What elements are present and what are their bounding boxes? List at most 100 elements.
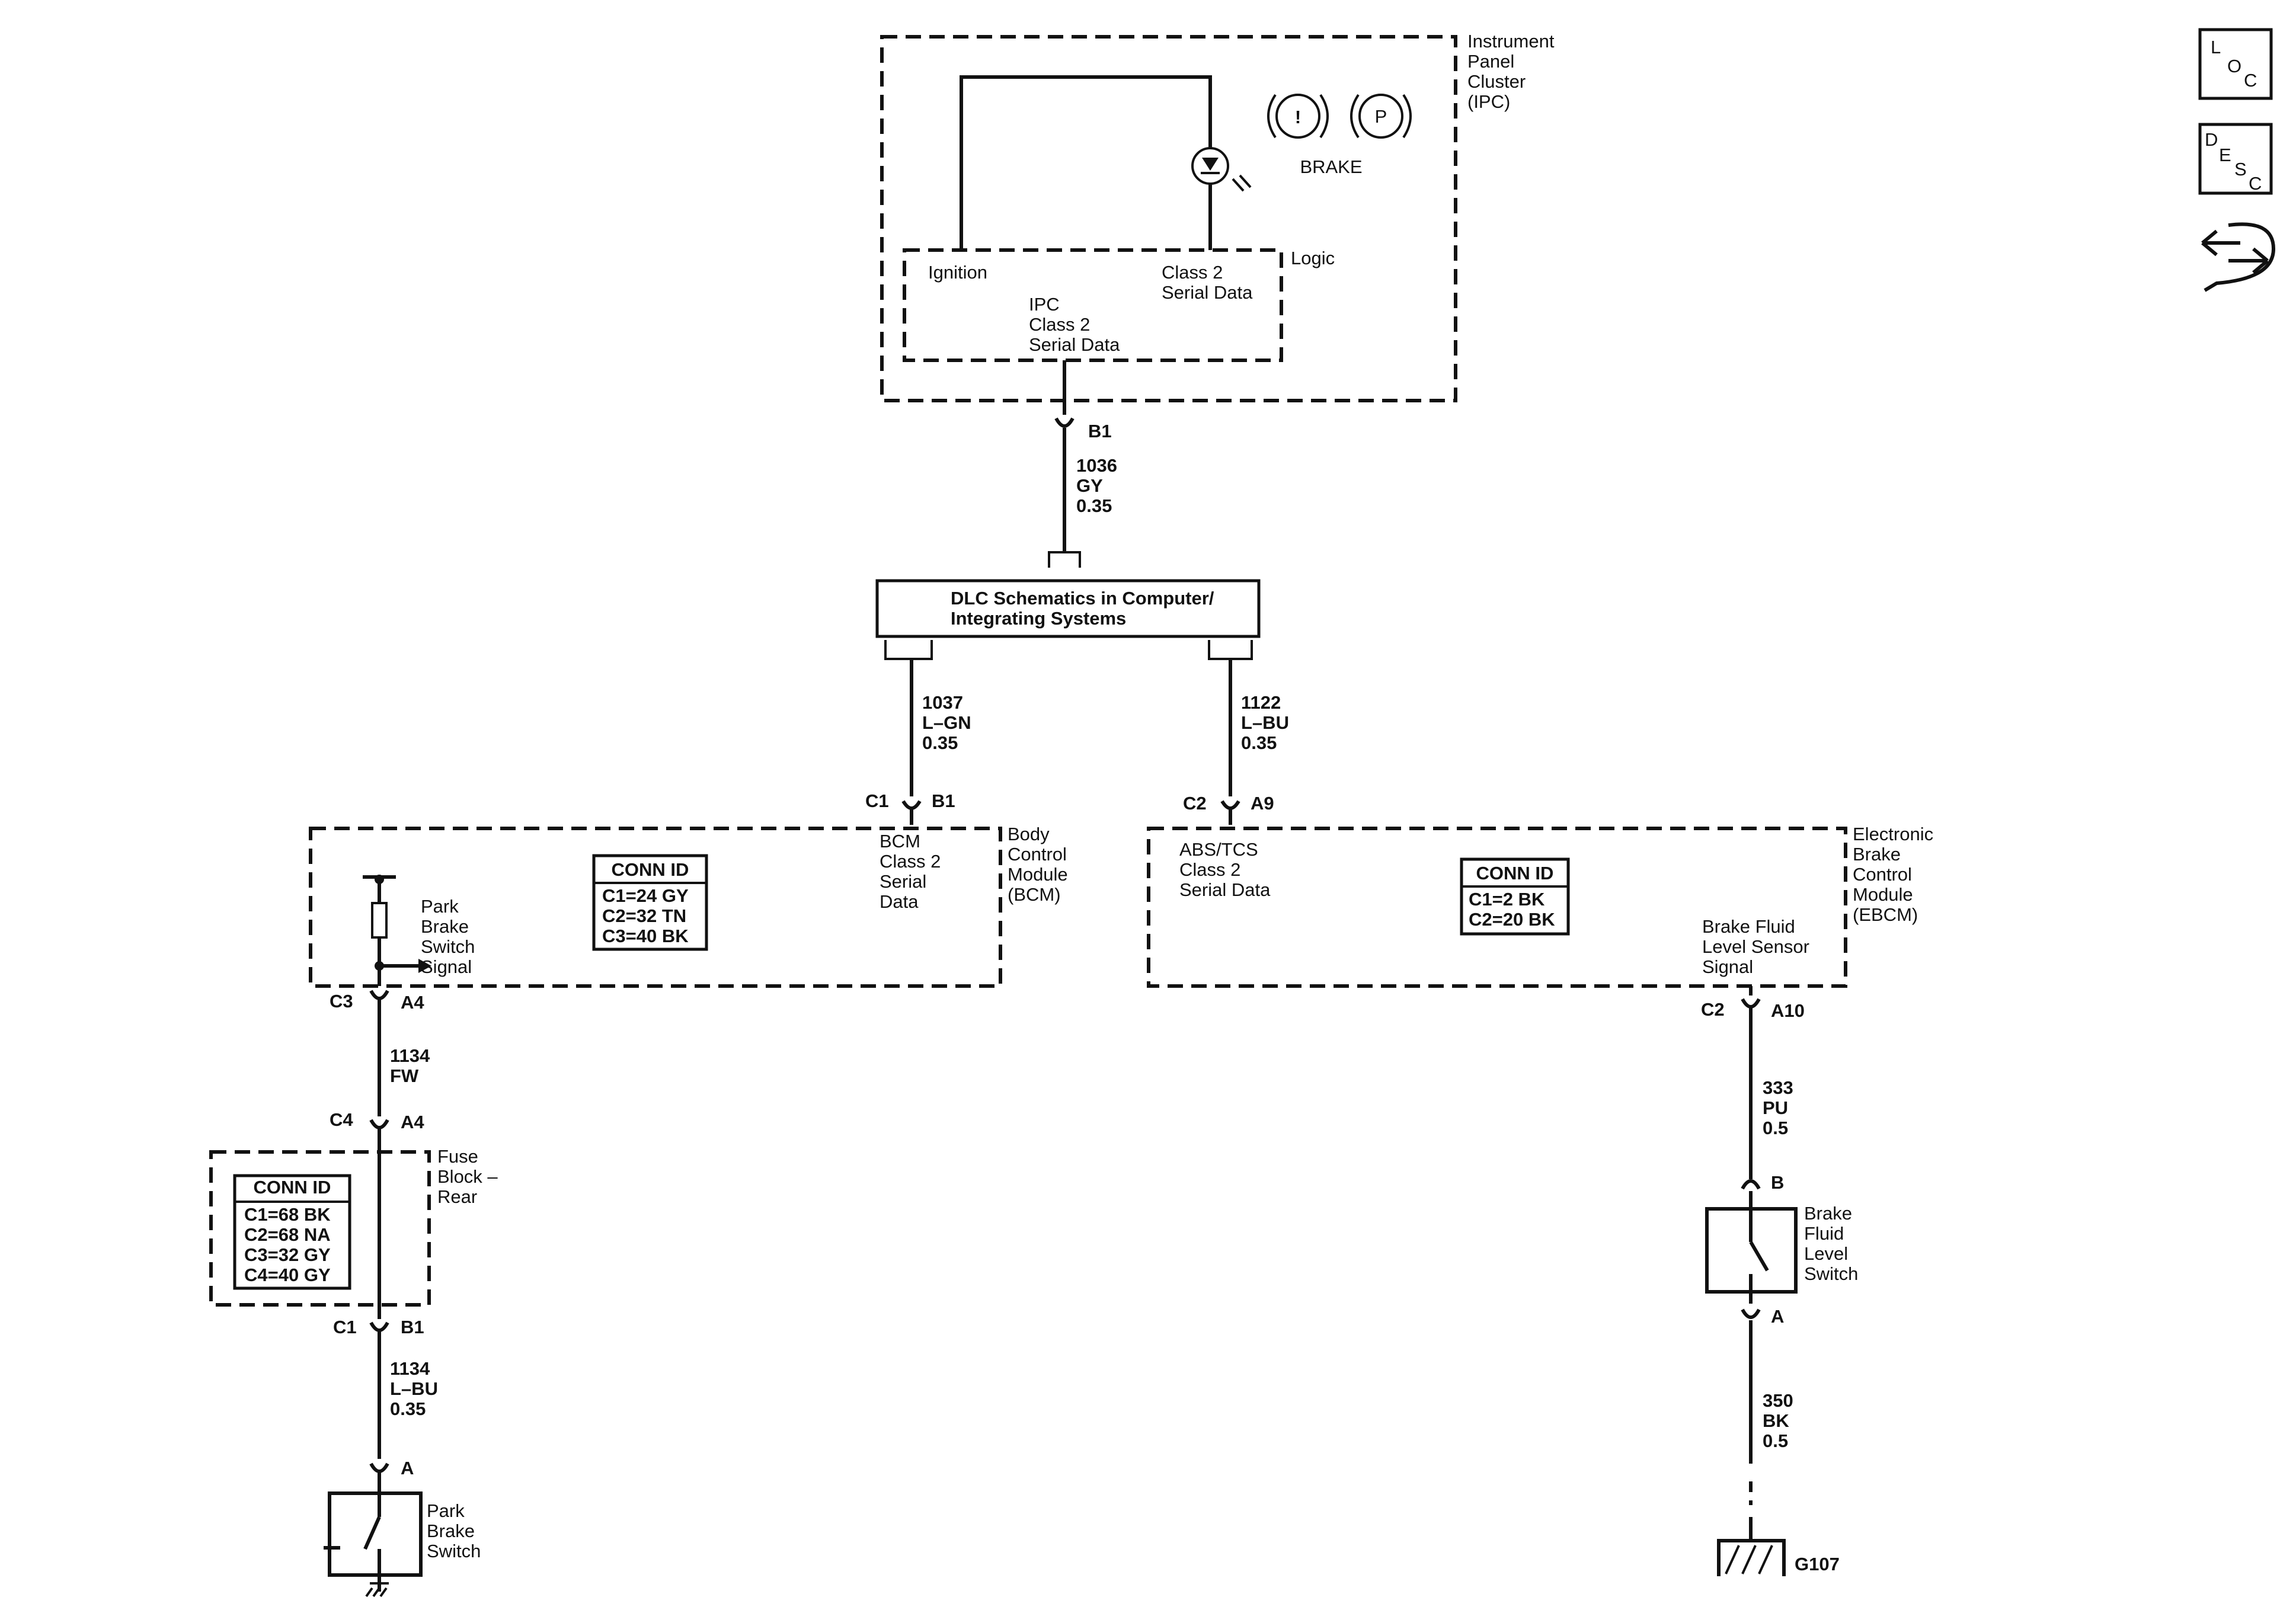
ebcm-name-4: Module: [1853, 884, 1913, 905]
bcm-conn-id-1: C1=24 GY: [602, 885, 689, 906]
fluid-switch-contact-icon: [1749, 1241, 1769, 1272]
park-switch-name-1: Park: [427, 1500, 465, 1521]
fluid-switch-name-2: Fluid: [1804, 1223, 1844, 1244]
bcm-conn-id-title: CONN ID: [612, 859, 689, 880]
desc-letter-3: S: [2234, 159, 2247, 180]
loc-icon[interactable]: L O C: [2198, 28, 2273, 100]
connector-b1-ipc: [1054, 417, 1075, 428]
bcm-class2-1: BCM: [880, 831, 920, 852]
desc-letter-4: C: [2249, 173, 2262, 194]
bcm-name-4: (BCM): [1008, 884, 1061, 905]
fuse-block-name-2: Block –: [437, 1166, 498, 1187]
wire-333-color: PU: [1763, 1097, 1788, 1118]
wire-350-color: BK: [1763, 1410, 1789, 1431]
wire-1134c-conn: C1: [333, 1317, 357, 1337]
wire-1134c-pin: B1: [401, 1317, 424, 1337]
wire-1134a-conn: C3: [330, 991, 353, 1012]
fluid-signal-2: Level Sensor: [1702, 936, 1809, 957]
wire-1037: 1037 L–GN 0.35 C1 B1: [865, 659, 971, 825]
fluid-switch-connector-a: [1741, 1308, 1761, 1319]
ebcm-class2-3: Serial Data: [1179, 879, 1271, 900]
fuse-conn-id-1: C1=68 BK: [244, 1204, 331, 1225]
ipc-logic-outline: [903, 248, 1283, 362]
brake-label: BRAKE: [1300, 156, 1362, 177]
wire-1037-pin: B1: [932, 790, 955, 811]
dlc-label-2: Integrating Systems: [951, 608, 1126, 629]
fuse-conn-id-4: C4=40 GY: [244, 1265, 331, 1285]
park-brake-icon: P: [1350, 94, 1412, 139]
fuse-block-rear: Fuse Block – Rear CONN ID C1=68 BK C2=68…: [209, 1146, 498, 1307]
brake-warning-icon: !: [1267, 94, 1329, 139]
fluid-switch-pin-b: B: [1771, 1172, 1784, 1193]
park-switch-pin: A: [401, 1458, 414, 1478]
wire-333-gauge: 0.5: [1763, 1118, 1788, 1138]
wire-1134a-pin: A4: [401, 992, 424, 1013]
ignition-label: Ignition: [928, 262, 987, 283]
fuse-block-name-1: Fuse: [437, 1146, 478, 1167]
connector-c2-a9-ebcm: [1220, 800, 1240, 810]
wire-350: 350 BK 0.5: [1749, 1320, 1793, 1541]
connector-c1-b1-bcm: [901, 800, 922, 810]
park-brake-switch: A Park Brake Switch: [324, 1458, 481, 1598]
dlc-outline[interactable]: [875, 579, 1261, 638]
ipc-name-3: Cluster: [1467, 71, 1526, 92]
wire-1037-conn: C1: [865, 790, 889, 811]
connector-c2-a10: [1741, 998, 1761, 1009]
ipc-name-2: Panel: [1467, 51, 1514, 72]
wire-1134c-color: L–BU: [390, 1378, 438, 1399]
park-signal-1: Park: [421, 896, 459, 917]
ebcm-conn-id-1: C1=2 BK: [1469, 889, 1545, 910]
fuse-conn-id-title: CONN ID: [254, 1177, 331, 1198]
park-switch-connector: [369, 1462, 389, 1473]
ground-label: G107: [1795, 1554, 1840, 1574]
ebcm-name-5: (EBCM): [1853, 904, 1918, 925]
wire-1036-color: GY: [1076, 475, 1103, 496]
park-brake-glyph: P: [1375, 106, 1387, 127]
switch-contact-icon: [363, 1516, 381, 1550]
bcm-name-3: Module: [1008, 864, 1068, 885]
fluid-signal-3: Signal: [1702, 956, 1753, 977]
ipc-lamp-circuit: [960, 75, 1212, 250]
ipc-class2-line-1: Class 2: [1162, 262, 1223, 283]
wire-350-circuit: 350: [1763, 1390, 1793, 1411]
connector-c3-a4: [369, 990, 389, 1000]
dlc-label-1: DLC Schematics in Computer/: [951, 588, 1214, 609]
fluid-switch-pin-a: A: [1771, 1306, 1784, 1327]
ground-g107: G107: [1717, 1539, 1840, 1576]
fuse-conn-id-3: C3=32 GY: [244, 1244, 331, 1265]
fuse-block-outline: [209, 1150, 431, 1307]
ipc-name-4: (IPC): [1467, 91, 1510, 112]
ebcm-conn-id-2: C2=20 BK: [1469, 909, 1555, 930]
connector-end-view-icon[interactable]: [2201, 222, 2276, 292]
wire-1036: B1 1036 GY 0.35: [1054, 360, 1117, 551]
park-brake-pullup: [363, 875, 431, 986]
wire-1036-gauge: 0.35: [1076, 495, 1112, 516]
led-icon: [1191, 147, 1252, 192]
ground-icon: [1717, 1539, 1786, 1576]
bcm-class2-3: Serial: [880, 871, 926, 892]
connector-c1-b1-fuse: [369, 1321, 389, 1332]
bcm-conn-id-2: C2=32 TN: [602, 905, 686, 926]
fluid-switch-name-4: Switch: [1804, 1263, 1858, 1284]
ebcm-conn-id-table: CONN ID C1=2 BK C2=20 BK: [1460, 857, 1570, 936]
wire-1134b-conn: C4: [330, 1109, 353, 1130]
connector-c4-a4: [369, 1119, 389, 1129]
wire-1036-circuit: 1036: [1076, 455, 1117, 476]
ipc-pin-label: B1: [1088, 421, 1112, 441]
wire-333-pin: A10: [1771, 1000, 1805, 1021]
bcm-name-2: Control: [1008, 844, 1067, 865]
wire-1037-color: L–GN: [922, 712, 971, 733]
dlc-box[interactable]: DLC Schematics in Computer/ Integrating …: [875, 551, 1261, 660]
park-signal-4: Signal: [421, 956, 472, 977]
fuse-conn-id-table: CONN ID C1=68 BK C2=68 NA C3=32 GY C4=40…: [233, 1174, 351, 1290]
ebcm-name-3: Control: [1853, 864, 1912, 885]
ipc-serial-line-3: Serial Data: [1029, 334, 1120, 355]
wire-1122-pin: A9: [1251, 793, 1274, 814]
signal-arrow-icon: [418, 959, 431, 973]
fuse-block-name-3: Rear: [437, 1186, 477, 1207]
wire-1122-color: L–BU: [1241, 712, 1289, 733]
ebcm-class2-2: Class 2: [1179, 859, 1240, 880]
desc-icon[interactable]: D E S C: [2198, 123, 2273, 195]
bcm-name-1: Body: [1008, 824, 1050, 844]
